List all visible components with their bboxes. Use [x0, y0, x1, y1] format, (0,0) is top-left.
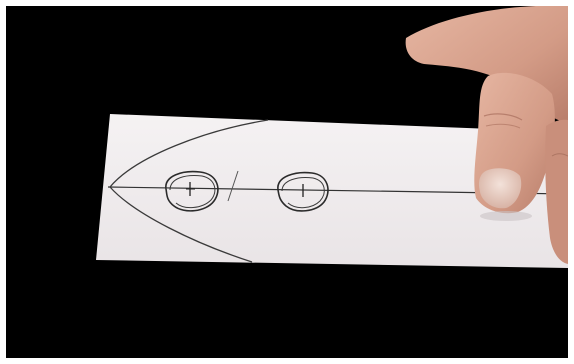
finger-shadow: [480, 211, 532, 221]
photo-canvas: [6, 6, 568, 358]
photo: [6, 6, 568, 358]
